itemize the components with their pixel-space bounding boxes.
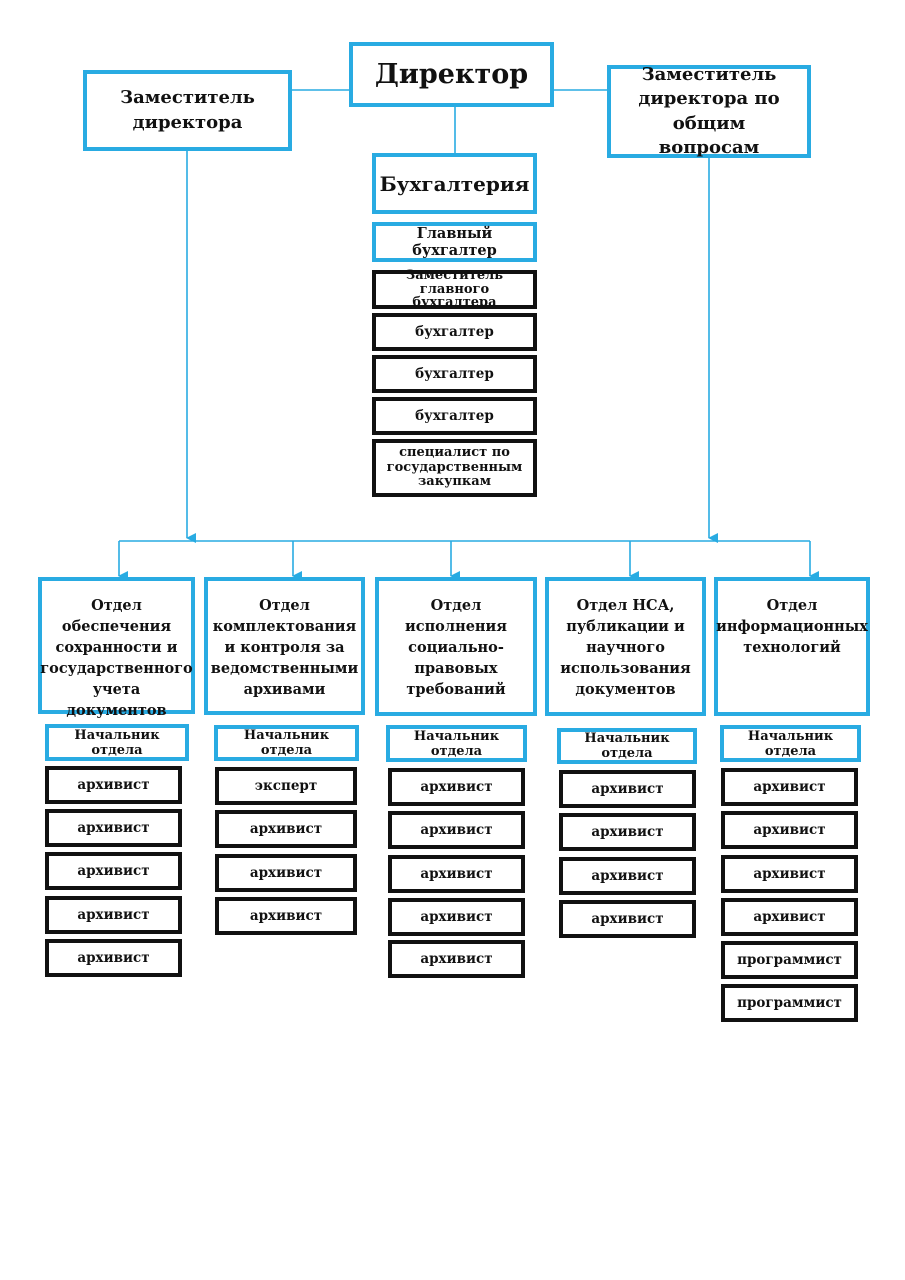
staff-box: архивист — [45, 852, 182, 890]
staff-box: архивист — [215, 897, 357, 935]
staff-box: архивист — [388, 811, 525, 849]
department-head-box: Начальник отдела — [386, 725, 527, 762]
staff-box: архивист — [388, 768, 525, 806]
staff-box: архивист — [559, 813, 696, 851]
staff-box: архивист — [559, 900, 696, 938]
department-box: Отдел исполнения социально-правовых треб… — [375, 577, 537, 716]
staff-box: архивист — [45, 939, 182, 977]
department-box: Отдел обеспечения сохранности и государс… — [38, 577, 195, 719]
director-box: Директор — [349, 42, 554, 107]
department-head-box: Начальник отдела — [214, 725, 359, 761]
staff-box: архивист — [388, 898, 525, 936]
accounting-title-box: Бухгалтерия — [372, 153, 537, 214]
deputy-director-general-box: Заместитель директора по общим вопросам — [607, 64, 811, 158]
department-head-box: Начальник отдела — [557, 728, 697, 764]
department-head-box: Начальник отдела — [45, 724, 189, 761]
staff-box: архивист — [388, 855, 525, 893]
deputy-chief-accountant-box: Заместитель главного бухгалтера — [372, 269, 537, 310]
staff-box: архивист — [215, 854, 357, 892]
department-box: Отдел информационных технологий — [714, 577, 870, 716]
staff-box: программист — [721, 984, 858, 1022]
department-head-box: Начальник отдела — [720, 725, 861, 762]
procurement-specialist-box: специалист по государственным закупкам — [372, 439, 537, 497]
staff-box: архивист — [721, 855, 858, 893]
staff-box: архивист — [721, 898, 858, 936]
department-box: Отдел комплектования и контроля за ведом… — [204, 577, 365, 715]
department-box: Отдел НСА, публикации и научного использ… — [545, 577, 706, 716]
accountant-box: бухгалтер — [372, 397, 537, 435]
staff-box: архивист — [45, 809, 182, 847]
staff-box: программист — [721, 941, 858, 979]
staff-box: архивист — [45, 896, 182, 934]
staff-box: архивист — [559, 770, 696, 808]
deputy-director-box: Заместитель директора — [83, 70, 292, 151]
staff-box: эксперт — [215, 767, 357, 805]
staff-box: архивист — [559, 857, 696, 895]
chief-accountant-box: Главный бухгалтер — [372, 222, 537, 262]
staff-box: архивист — [721, 811, 858, 849]
staff-box: архивист — [215, 810, 357, 848]
accountant-box: бухгалтер — [372, 355, 537, 393]
staff-box: архивист — [721, 768, 858, 806]
staff-box: архивист — [388, 940, 525, 978]
staff-box: архивист — [45, 766, 182, 804]
accountant-box: бухгалтер — [372, 313, 537, 351]
